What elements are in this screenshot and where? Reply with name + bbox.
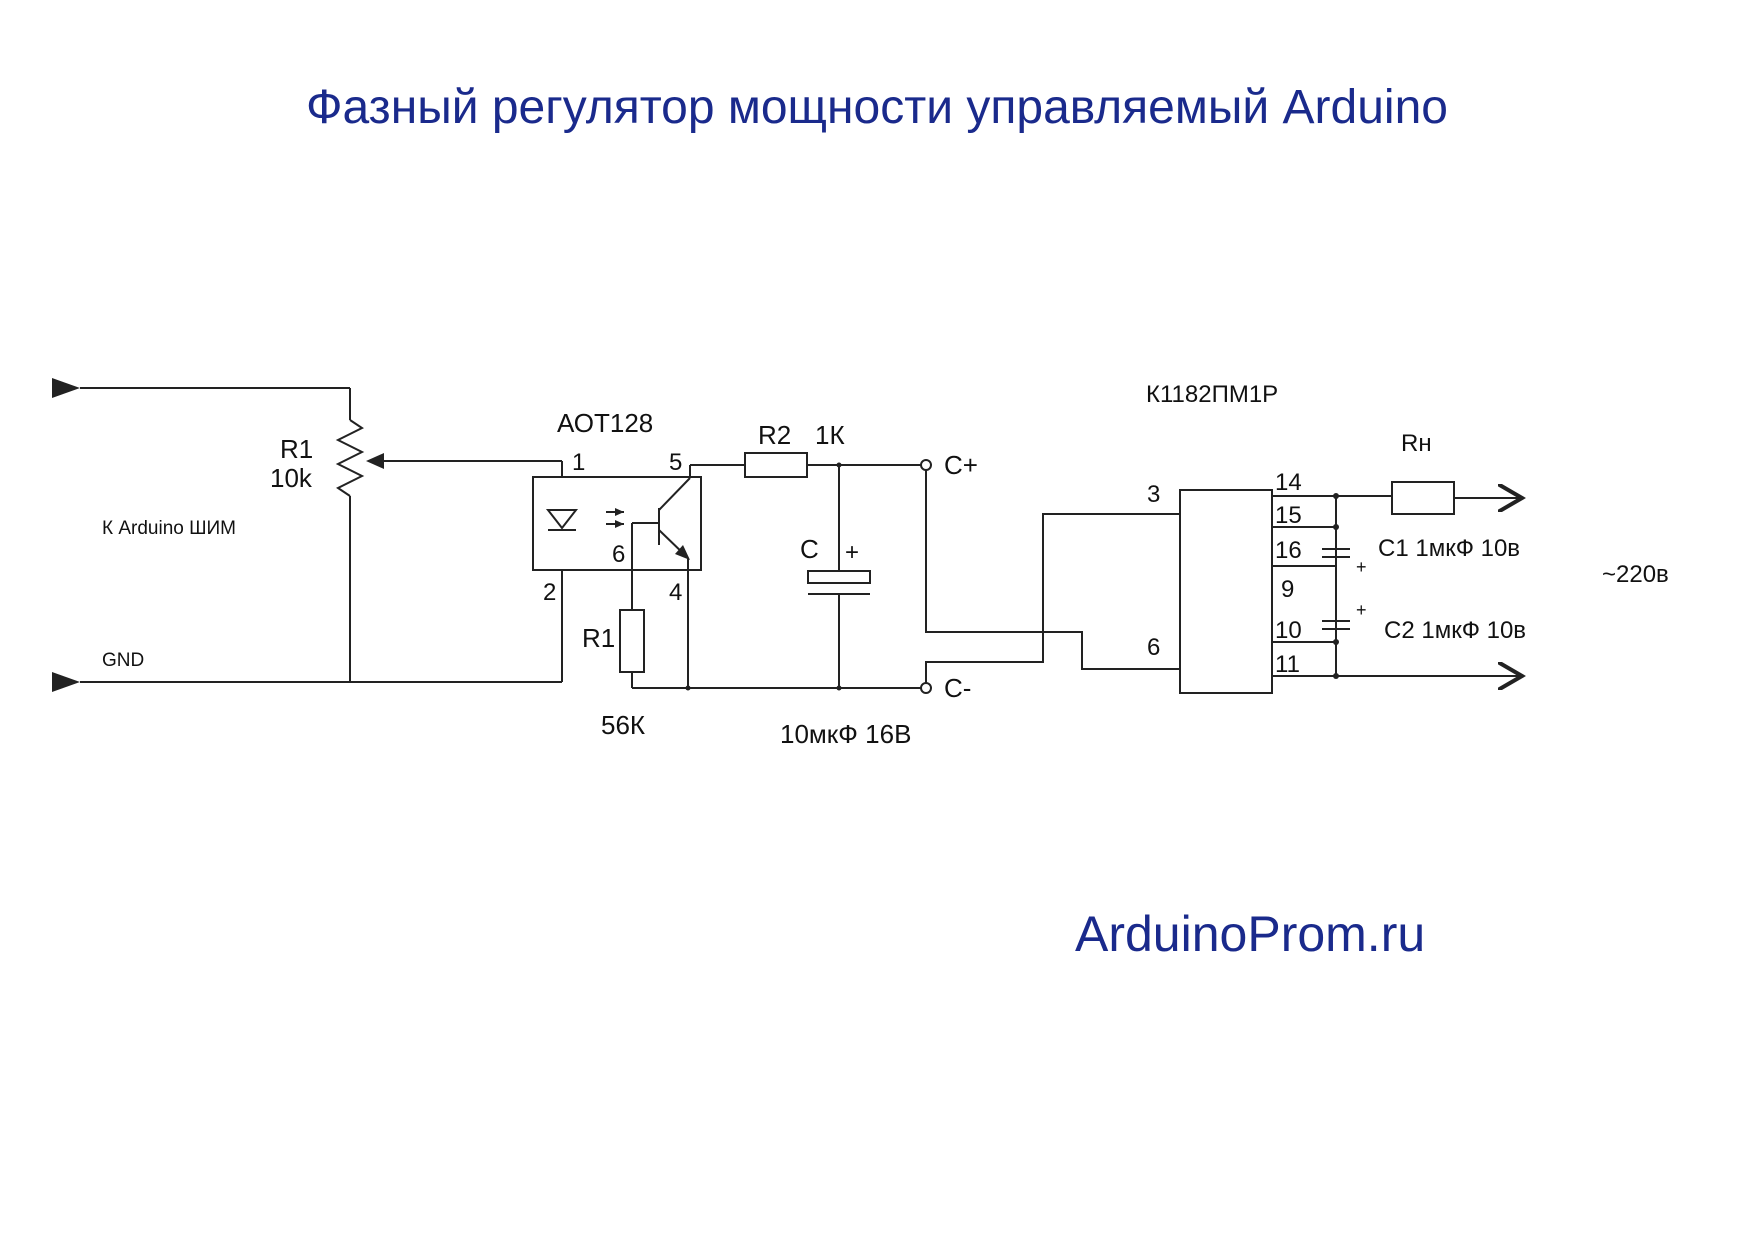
junction-pin4: [685, 685, 691, 691]
r1b-value: 56К: [601, 710, 645, 740]
cap-value: 10мкФ 16В: [780, 719, 911, 749]
page-title: Фазный регулятор мощности управляемый Ar…: [306, 81, 1448, 134]
r2-body: [744, 452, 808, 478]
opto-pin4-label: 4: [669, 579, 682, 606]
ic-pin15-label: 15: [1275, 502, 1302, 529]
pot-name: R1: [280, 434, 313, 464]
r2-value: 1К: [815, 420, 845, 450]
gnd-label: GND: [102, 650, 144, 671]
opto-pin1-label: 1: [572, 449, 585, 476]
ic-body: [1179, 489, 1273, 694]
led-ray-arrow-1: [615, 508, 624, 516]
junction-pin10: [1333, 639, 1339, 645]
opto-pin2-label: 2: [543, 579, 556, 606]
led-ray-arrow-2: [615, 520, 624, 528]
optocoupler-label: АОТ128: [557, 408, 653, 438]
optocoupler-body: [532, 476, 702, 571]
transistor-collector: [658, 477, 691, 511]
ic-pin11-label: 11: [1275, 651, 1300, 678]
site-footer: ArduinoProm.ru: [1075, 906, 1426, 962]
ic-pin9-label: 9: [1281, 576, 1294, 603]
pwm-input-label: К Arduino ШИМ: [102, 518, 236, 539]
cap-name: С: [800, 534, 819, 564]
c2-label: С2 1мкФ 10в: [1384, 617, 1526, 644]
mains-label: ~220в: [1602, 561, 1669, 588]
junction-cap-top: [836, 462, 842, 468]
ic-pin14-label: 14: [1275, 469, 1302, 496]
junction-cap-bottom: [836, 685, 842, 691]
r1b-body: [619, 609, 645, 673]
cplus-to-ic6: [925, 470, 1142, 670]
transistor-emitter-arrow: [675, 545, 690, 560]
terminal-cminus: [920, 682, 932, 694]
cap-plate-top: [807, 570, 871, 584]
c1-plus: +: [1356, 557, 1367, 577]
potentiometer-zigzag: [335, 419, 365, 497]
r2-name: R2: [758, 420, 791, 450]
cminus-to-ic3: [925, 513, 1142, 683]
r1b-name: R1: [582, 623, 615, 653]
load-body: [1391, 481, 1455, 515]
load-label: Rн: [1401, 430, 1432, 457]
pot-wiper-arrow: [366, 453, 384, 469]
cap-plus: +: [845, 539, 859, 566]
led-diode: [545, 509, 579, 530]
terminal-cminus-label: С-: [944, 673, 971, 703]
ic-label: К1182ПМ1Р: [1146, 381, 1278, 408]
ic-pin16-label: 16: [1275, 537, 1302, 564]
junction-pin15: [1333, 524, 1339, 530]
c2-plus: +: [1356, 600, 1367, 620]
ic-pin10-label: 10: [1275, 617, 1302, 644]
c1-label: С1 1мкФ 10в: [1378, 535, 1520, 562]
pot-value: 10k: [270, 463, 313, 493]
opto-pin6-label: 6: [612, 541, 625, 568]
ic-pin3-label: 3: [1147, 481, 1160, 508]
terminal-cplus-label: С+: [944, 450, 978, 480]
opto-pin5-label: 5: [669, 449, 682, 476]
ic-pin6-label: 6: [1147, 634, 1160, 661]
terminal-cplus: [920, 459, 932, 471]
